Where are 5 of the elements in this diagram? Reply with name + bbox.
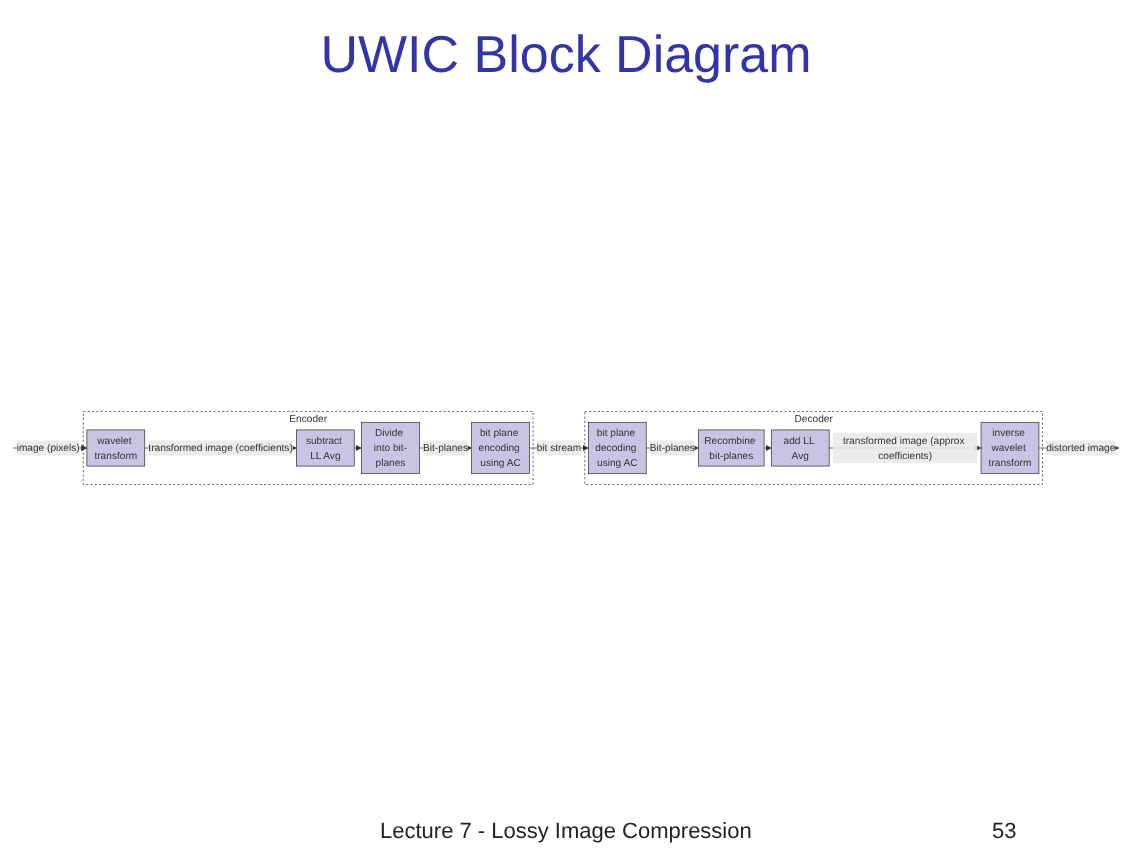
page-number: 53	[992, 820, 1017, 844]
arrow	[763, 444, 772, 452]
footer-text: Lecture 7 - Lossy Image Compression	[380, 820, 752, 844]
arrow	[353, 444, 362, 452]
slide-title: UWIC Block Diagram	[318, 24, 814, 88]
